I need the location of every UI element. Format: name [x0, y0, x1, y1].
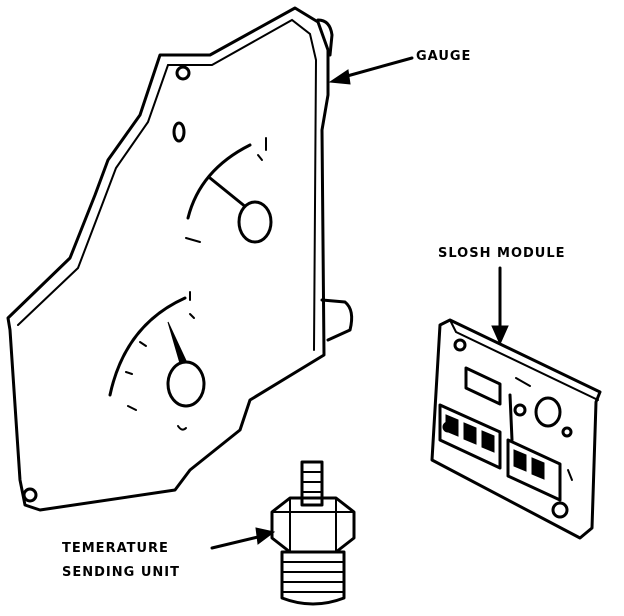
- gauge-label: GAUGE: [416, 49, 472, 64]
- temperature-sending-unit-icon: [270, 460, 356, 606]
- slosh-module-arrow: [491, 266, 509, 346]
- slosh-module-label: SLOSH MODULE: [438, 246, 566, 261]
- slosh-module-icon: [430, 318, 602, 540]
- temperature-label-line1: TEMERATURE: [62, 541, 169, 556]
- temperature-sending-unit-arrow: [210, 527, 276, 550]
- temperature-label-line2: SENDING UNIT: [62, 565, 180, 580]
- gauge-panel-icon: [6, 6, 354, 512]
- gauge-arrow: [328, 56, 414, 85]
